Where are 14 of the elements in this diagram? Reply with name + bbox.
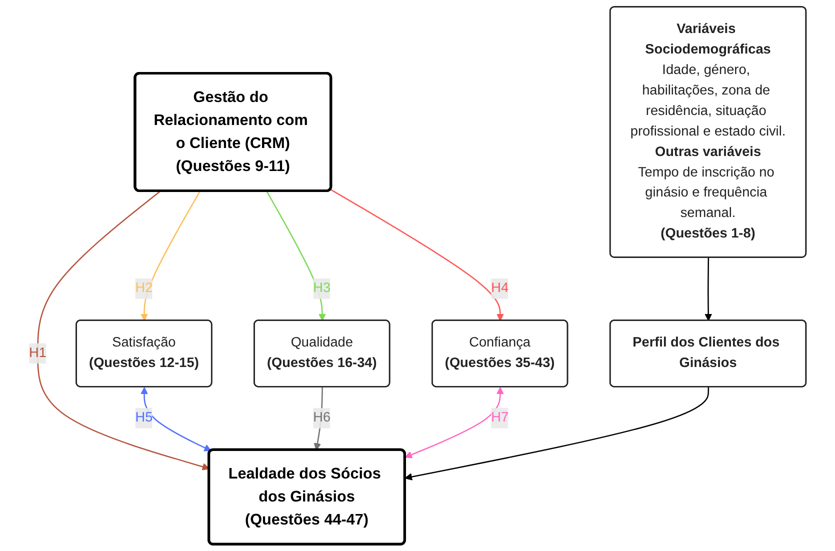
arrow [404,387,504,458]
edge-label: H4 [491,281,509,296]
edge-label: H2 [135,281,153,296]
arrow [140,190,201,321]
arrow [330,188,504,321]
arrow [140,387,212,452]
edge-label: H5 [135,410,153,425]
arrow [704,258,712,321]
arrow [404,387,710,480]
arrow [266,190,326,321]
edge-label: H1 [29,346,46,360]
edge-label: H7 [491,410,509,425]
edge-label: H3 [313,281,331,296]
edge-label: H6 [313,410,331,425]
